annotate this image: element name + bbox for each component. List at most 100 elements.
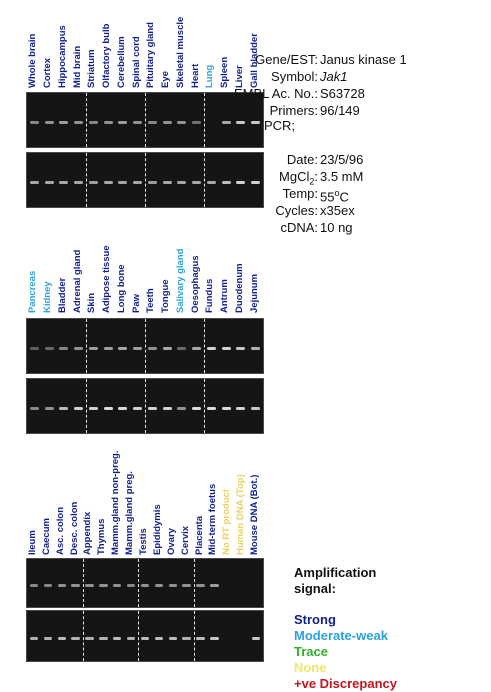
gel-band bbox=[43, 637, 52, 640]
lane-label-text: Caecum bbox=[40, 518, 52, 555]
lane-label-text: Salivary gland bbox=[174, 248, 186, 313]
gel-band bbox=[162, 347, 172, 350]
lane-group-divider bbox=[145, 153, 146, 207]
lane-group-divider bbox=[86, 153, 87, 207]
lane-label-text: Desc. colon bbox=[68, 501, 80, 555]
embl-value: S63728 bbox=[320, 86, 365, 101]
lane-group-divider bbox=[204, 153, 205, 207]
legend-item-discrepancy: +ve Discrepancy bbox=[294, 676, 397, 691]
mgcl-value: 3.5 mM bbox=[320, 169, 364, 184]
lane-label-text: Duodenum bbox=[233, 263, 245, 313]
gel-band bbox=[251, 637, 261, 640]
legend-item-strong: Strong bbox=[294, 612, 336, 627]
lane-label-text: Skeletal muscle bbox=[174, 16, 186, 88]
lane-label-text: Appendix bbox=[82, 511, 94, 555]
gel-band bbox=[210, 584, 219, 587]
lane-label-text: Oesophagus bbox=[189, 255, 201, 313]
legend-item-moderate-weak: Moderate-weak bbox=[294, 628, 388, 643]
gel-band bbox=[206, 347, 216, 350]
legend-item-none: None bbox=[294, 660, 327, 675]
gel-band bbox=[29, 584, 39, 587]
gel-band bbox=[29, 121, 39, 124]
lane-label-text: Epididymis bbox=[151, 504, 163, 555]
gel-band bbox=[182, 637, 191, 640]
gel-band bbox=[126, 637, 136, 640]
lane-label-text: Pituitary gland bbox=[145, 22, 157, 88]
mgcl-key: MgCl2: bbox=[279, 169, 318, 187]
gel-band bbox=[147, 407, 157, 410]
gel-2-top bbox=[26, 318, 264, 374]
gel-band bbox=[192, 121, 202, 124]
lane-group-divider bbox=[86, 379, 87, 433]
gel-band bbox=[154, 584, 164, 587]
gel-band bbox=[118, 121, 128, 124]
lane-label-text: Adipose tissue bbox=[101, 245, 113, 313]
lane-label-text: Fundus bbox=[204, 278, 216, 313]
gel-band bbox=[44, 347, 54, 350]
gel-band bbox=[221, 121, 231, 124]
gel-band bbox=[177, 347, 187, 350]
gel-band bbox=[221, 181, 231, 184]
lane-label-text: Skin bbox=[86, 292, 98, 313]
lane-label-text: Asc. colon bbox=[54, 506, 66, 555]
lane-label-text: Jejunum bbox=[248, 273, 260, 313]
gel-band bbox=[57, 584, 66, 587]
lane-label-text: Mamm.gland preg. bbox=[124, 471, 136, 555]
gel-band bbox=[88, 121, 98, 124]
gel-band bbox=[251, 407, 261, 410]
gel-band bbox=[147, 347, 157, 350]
lane-group-divider bbox=[145, 93, 146, 147]
gel-band bbox=[251, 347, 261, 350]
gel-1-bottom bbox=[26, 152, 264, 208]
lane-label-text: Mid brain bbox=[71, 45, 83, 88]
gel-band bbox=[59, 181, 69, 184]
gel-band bbox=[85, 637, 94, 640]
gel-band bbox=[177, 181, 187, 184]
temp-key: Temp: bbox=[282, 186, 318, 201]
lane-label-text: Human DNA (Top) bbox=[235, 474, 247, 555]
lane-group-divider bbox=[145, 319, 146, 373]
lane-group-divider bbox=[204, 93, 205, 147]
symbol-value: Jak1 bbox=[320, 69, 348, 84]
gel-band bbox=[126, 584, 136, 587]
gel-band bbox=[177, 121, 187, 124]
lane-label-text: Placenta bbox=[193, 515, 205, 555]
gel-band bbox=[103, 121, 113, 124]
lane-group-divider bbox=[138, 559, 139, 607]
lane-group-divider bbox=[194, 611, 195, 661]
date-key: Date: bbox=[286, 152, 318, 167]
gel-band bbox=[88, 407, 98, 410]
gel-band bbox=[29, 181, 39, 184]
gel-3-top bbox=[26, 558, 264, 608]
cycles-value: x35ex bbox=[320, 203, 355, 218]
legend-title-2: signal: bbox=[294, 581, 336, 596]
gel-band bbox=[147, 181, 157, 184]
lane-label-text: Mouse DNA (Bot.) bbox=[249, 474, 261, 555]
gel-band bbox=[29, 407, 39, 410]
gel-band bbox=[88, 181, 98, 184]
lane-label-text: Thymus bbox=[96, 518, 108, 555]
gel-band bbox=[44, 181, 54, 184]
lane-label-text: Ovary bbox=[165, 528, 177, 555]
primers-key: Primers: bbox=[269, 103, 318, 118]
gel-band bbox=[59, 407, 69, 410]
gel-band bbox=[113, 584, 122, 587]
lane-label-text: Long bone bbox=[115, 264, 127, 313]
gel-band bbox=[71, 637, 80, 640]
lane-label-text: Striatum bbox=[86, 49, 98, 88]
lane-group-divider bbox=[145, 379, 146, 433]
lane-group-divider bbox=[204, 319, 205, 373]
lane-label-text: Heart bbox=[189, 63, 201, 88]
gel-band bbox=[99, 637, 108, 640]
cdna-key: cDNA: bbox=[280, 220, 318, 235]
gel-band bbox=[118, 347, 128, 350]
primers-value: 96/149 bbox=[320, 103, 360, 118]
gel-band bbox=[71, 584, 80, 587]
symbol-key: Symbol: bbox=[271, 69, 318, 84]
gel-band bbox=[133, 121, 143, 124]
gel-band bbox=[236, 407, 246, 410]
date-value: 23/5/96 bbox=[320, 152, 364, 167]
gel-3-bottom bbox=[26, 610, 264, 662]
gel-band bbox=[133, 181, 143, 184]
lane-group-divider bbox=[204, 379, 205, 433]
